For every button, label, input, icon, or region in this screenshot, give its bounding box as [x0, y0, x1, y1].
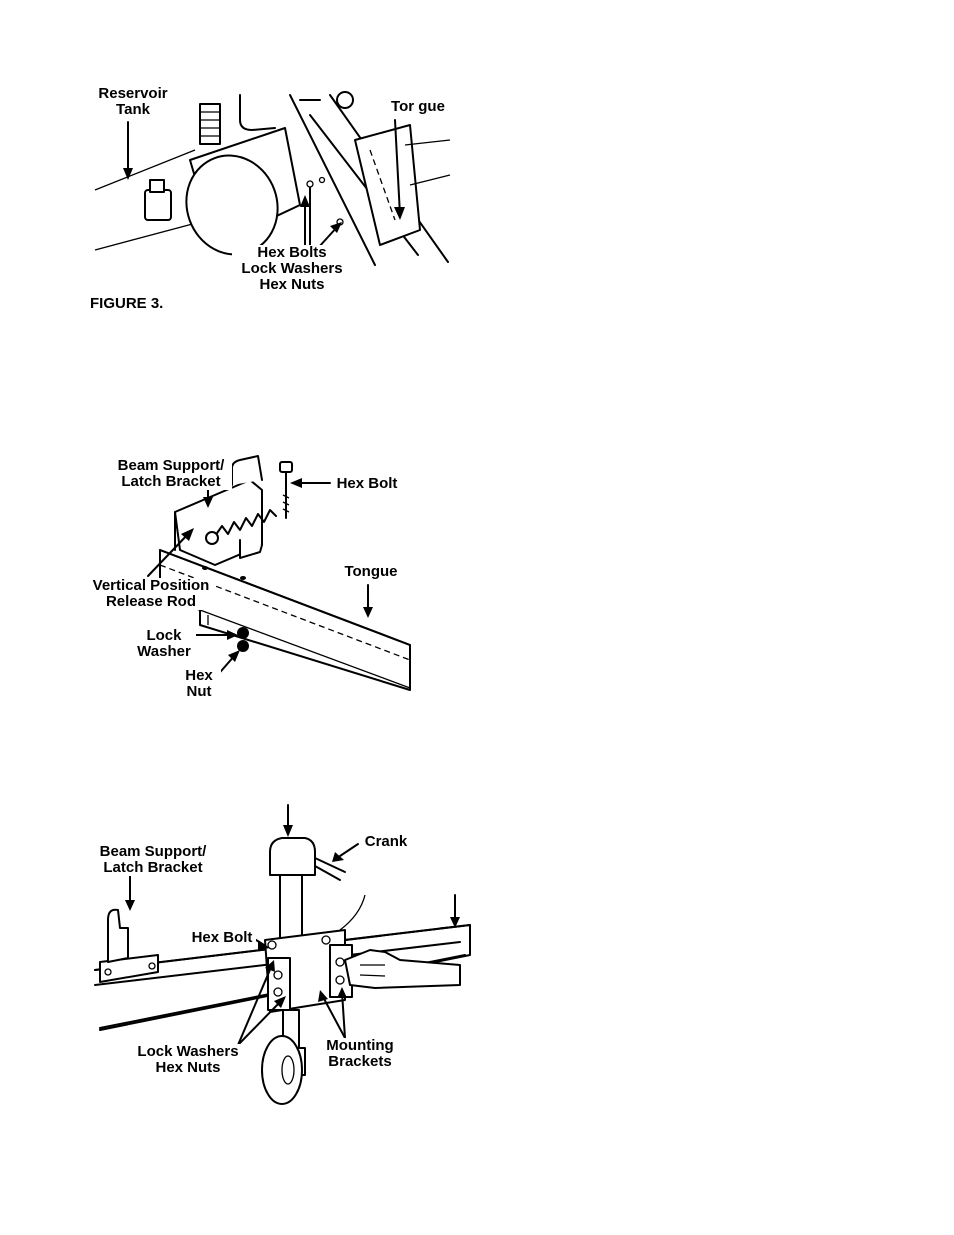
reservoir-tank-label: Reservoir Tank [93, 86, 173, 118]
hex-bolt-label: Hex Bolt [332, 476, 402, 492]
tongue-label: Tongue [340, 564, 402, 580]
figure-3-caption: FIGURE 3. [90, 296, 163, 312]
figure-4: Beam Support/ Latch Bracket Hex Bolt Ton… [0, 440, 954, 710]
lock-washer-label: Lock Washer [132, 628, 196, 660]
figure-3: Reservoir Tank Tor gue Hex Bolts Lock Wa… [0, 0, 954, 320]
figure-5: Crank Beam Support/ Latch Bracket Hex Bo… [0, 800, 954, 1110]
mounting-brackets-label: Mounting Brackets [322, 1038, 398, 1070]
figure-3-illustration [0, 0, 954, 320]
beam-support-label: Beam Support/ Latch Bracket [110, 458, 232, 490]
lock-washers-nuts-label: Lock Washers Hex Nuts [132, 1044, 244, 1076]
hex-nut-label: Hex Nut [177, 668, 221, 700]
tongue-label: Tor gue [386, 99, 450, 115]
crank-label: Crank [360, 834, 412, 850]
fasteners-label: Hex Bolts Lock Washers Hex Nuts [232, 245, 352, 293]
beam-support-label: Beam Support/ Latch Bracket [92, 844, 214, 876]
release-rod-label: Vertical Position Release Rod [86, 578, 216, 610]
hex-bolt-label: Hex Bolt [188, 930, 256, 946]
